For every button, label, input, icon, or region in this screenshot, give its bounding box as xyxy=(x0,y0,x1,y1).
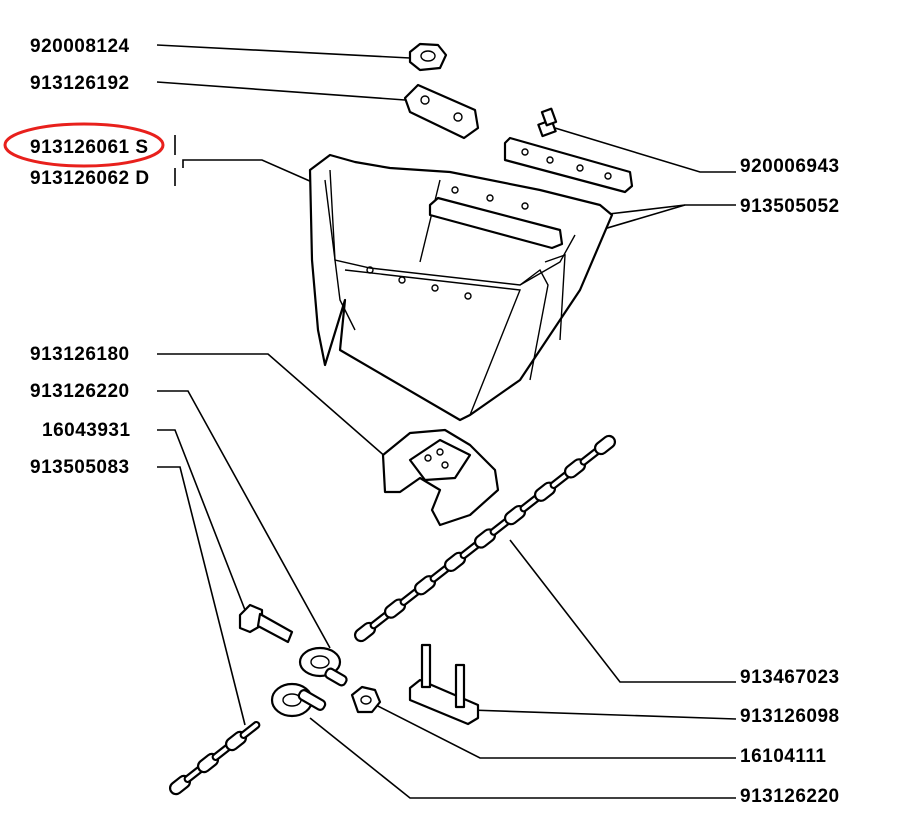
shackle-upper-icon xyxy=(298,646,348,687)
short-chain-icon xyxy=(168,720,261,796)
stud-bolt-icon xyxy=(537,107,558,138)
chain-link xyxy=(239,720,261,740)
hex-nut-bottom-icon xyxy=(350,685,382,714)
counterweight-icon xyxy=(381,428,500,527)
label-913126180: 913126180 xyxy=(30,344,130,365)
hex-nut-icon xyxy=(408,42,448,72)
chain-link xyxy=(593,434,617,456)
leader-lines xyxy=(156,44,737,799)
long-chain-icon xyxy=(353,434,617,643)
u-bolt-plate-icon xyxy=(408,643,480,726)
highlight-ellipse xyxy=(3,122,165,168)
strip-plate-icon xyxy=(503,136,634,194)
shackle-lower-icon xyxy=(270,682,327,718)
small-plate-icon xyxy=(403,83,480,140)
label-913126062-d: 913126062 D xyxy=(30,168,150,189)
label-920008124: 920008124 xyxy=(30,36,130,57)
label-16104111: 16104111 xyxy=(740,746,826,767)
label-913126220-lower: 913126220 xyxy=(740,786,840,807)
label-913126192: 913126192 xyxy=(30,73,130,94)
label-913126220-upper: 913126220 xyxy=(30,381,130,402)
label-913126098: 913126098 xyxy=(740,706,840,727)
label-913505052: 913505052 xyxy=(740,196,840,217)
bolt-icon xyxy=(238,603,294,644)
label-913467023: 913467023 xyxy=(740,667,840,688)
label-920006943: 920006943 xyxy=(740,156,840,177)
bucket-body-icon xyxy=(308,153,614,422)
label-913126061-s: 913126061 S xyxy=(30,137,149,158)
label-913505083: 913505083 xyxy=(30,457,130,478)
label-16043931: 16043931 xyxy=(42,420,131,441)
